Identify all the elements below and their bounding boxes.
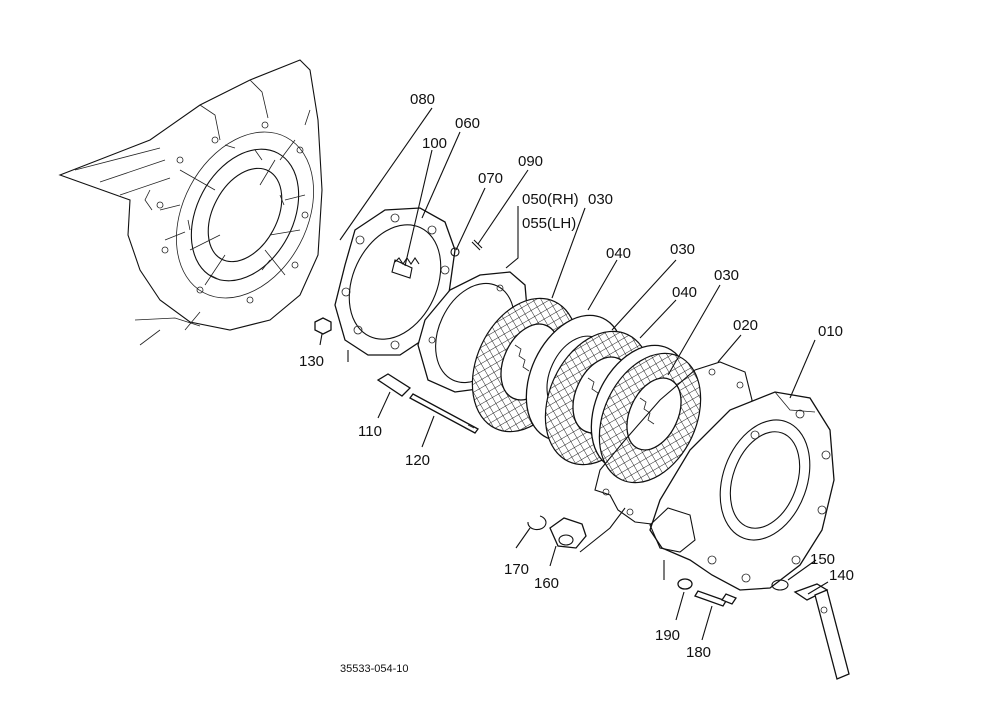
- label-055: 055(LH): [522, 215, 576, 232]
- label-070: 070: [478, 170, 503, 187]
- label-140: 140: [829, 567, 854, 584]
- label-190: 190: [655, 627, 680, 644]
- collar-110: [376, 373, 412, 397]
- label-030-low: 030: [714, 267, 739, 284]
- clip-170: [527, 515, 547, 531]
- label-030-top: 030: [588, 191, 613, 208]
- label-040-a: 040: [606, 245, 631, 262]
- label-150: 150: [810, 551, 835, 568]
- label-180: 180: [686, 644, 711, 661]
- label-010: 010: [818, 323, 843, 340]
- washer-190: [677, 578, 693, 590]
- part-labels: 080 060 100 090 070 050(RH) 030 055(LH) …: [299, 91, 854, 675]
- bolt-180: [694, 590, 737, 607]
- label-100: 100: [422, 135, 447, 152]
- pin-090: [471, 239, 483, 251]
- label-020: 020: [733, 317, 758, 334]
- brake-housing-010: [649, 391, 835, 591]
- label-050: 050(RH): [522, 191, 579, 208]
- rod-120: [409, 393, 479, 434]
- label-060: 060: [455, 115, 480, 132]
- transmission-case: [58, 59, 323, 346]
- drawing-number: 35533-054-10: [340, 663, 409, 675]
- label-120: 120: [405, 452, 430, 469]
- label-090: 090: [518, 153, 543, 170]
- leader-lines: [319, 107, 829, 641]
- label-040-b: 040: [672, 284, 697, 301]
- ring-070: [450, 247, 460, 257]
- lever-140: [793, 583, 850, 680]
- label-160: 160: [534, 575, 559, 592]
- nut-130: [314, 317, 332, 335]
- label-110: 110: [358, 423, 382, 440]
- label-130: 130: [299, 353, 324, 370]
- oring-150: [771, 579, 789, 591]
- label-080: 080: [410, 91, 435, 108]
- friction-disc-030-3: [598, 352, 702, 484]
- label-170: 170: [504, 561, 529, 578]
- cam-lever-160: [549, 517, 587, 549]
- label-030-mid: 030: [670, 241, 695, 258]
